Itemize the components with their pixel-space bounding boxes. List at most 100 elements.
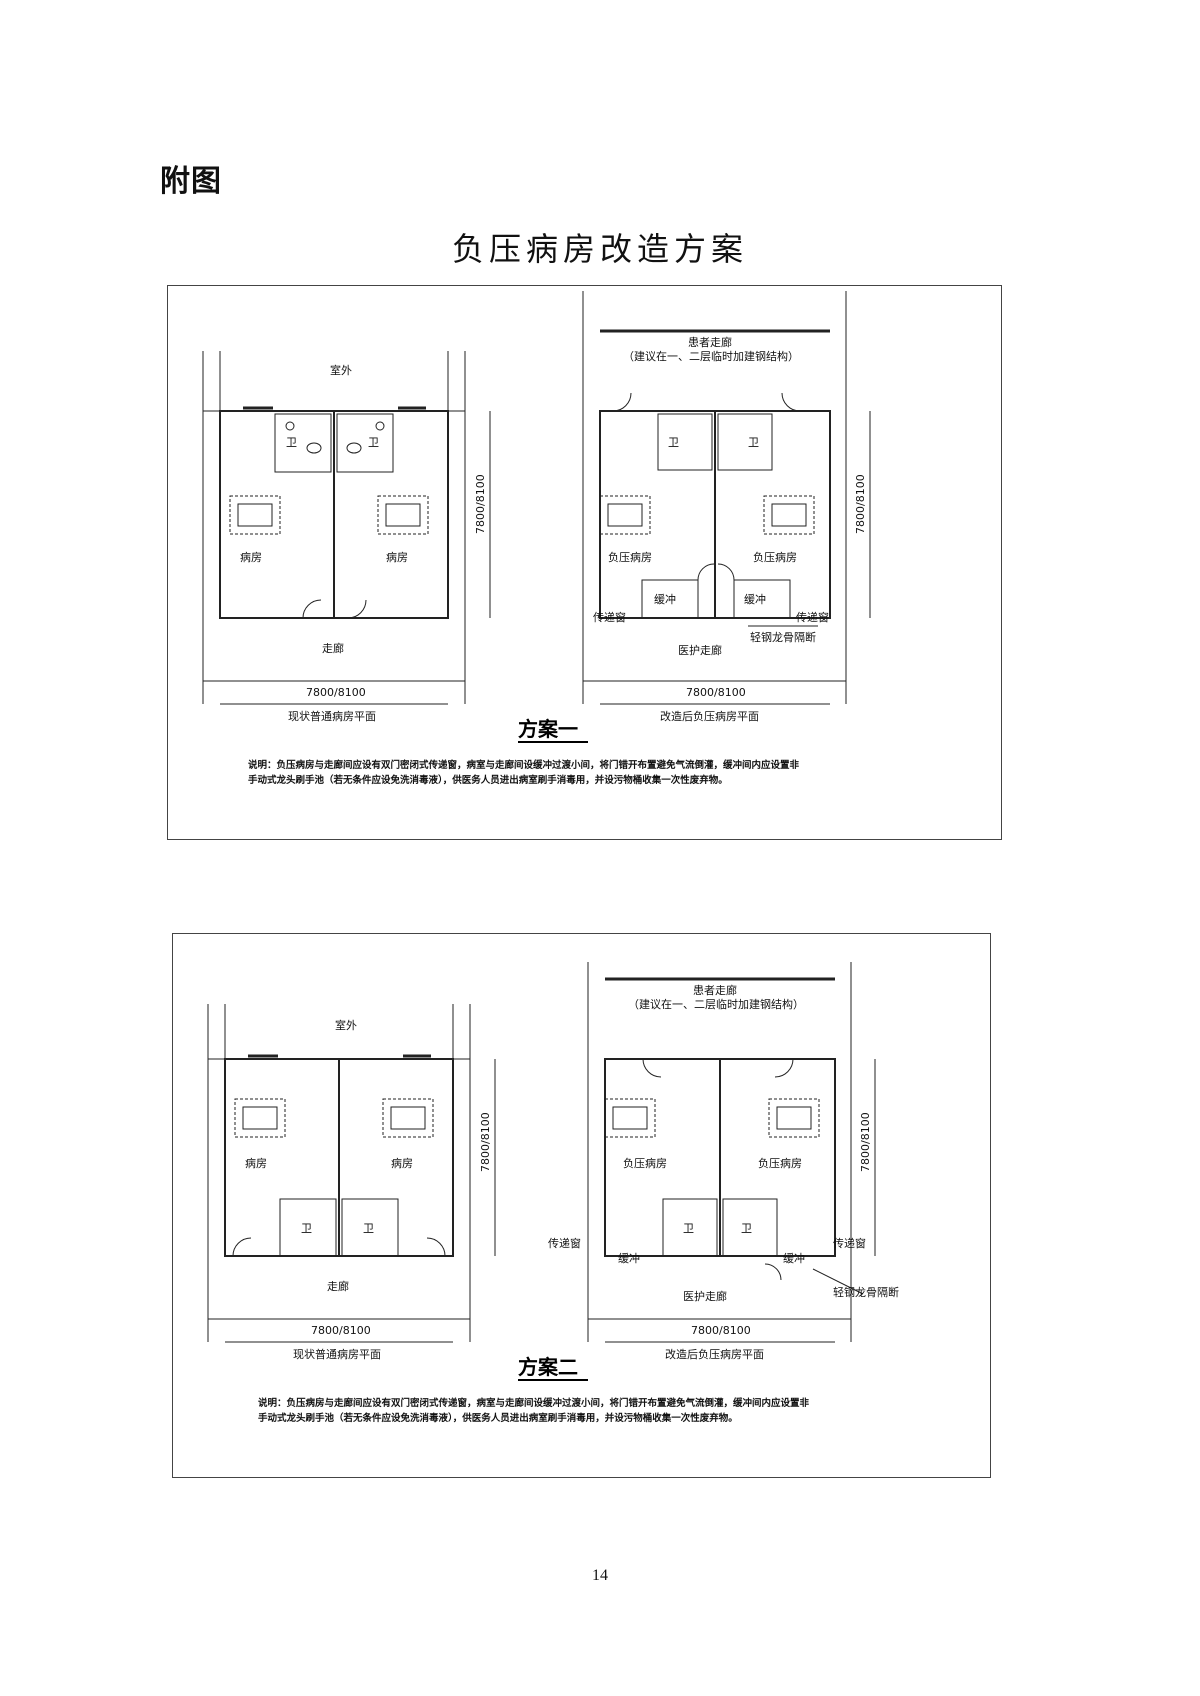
door-swing [697,563,715,581]
toilet-room [657,413,713,471]
buffer-room [641,579,699,619]
toilet-room [336,413,394,473]
bed-zone [234,1098,286,1138]
door-swing [302,599,322,619]
toilet-fixture [306,442,322,454]
toilet-room [662,1198,718,1257]
bed-zone [604,1098,656,1138]
plan-caption: 现状普通病房平面 [293,1347,381,1361]
plan-caption: 改造后负压病房平面 [660,709,759,723]
plan-caption: 改造后负压病房平面 [665,1347,764,1361]
bed [242,1106,278,1130]
negative-pressure-room-label: 负压病房 [758,1156,802,1170]
toilet-room [279,1198,337,1257]
toilet-label: 卫 [668,436,679,449]
ward-label: 病房 [245,1156,267,1170]
toilet-label: 卫 [748,436,759,449]
bed [237,503,273,527]
toilet-room [274,413,332,473]
pass-window-label: 传递窗 [548,1236,581,1250]
scheme-note-line-2: 手动式龙头刷手池（若无条件应设免洗消毒液），供医务人员进出病室刷手消毒用，并设污… [258,1412,738,1424]
toilet-room [717,413,773,471]
ward-label: 病房 [386,550,408,564]
washbasin [285,421,295,431]
dimension-label: 7800/8100 [691,1324,751,1337]
patient-corridor-note: （建议在一、二层临时加建钢结构） [623,349,799,363]
toilet-label: 卫 [683,1222,694,1235]
bed [612,1106,648,1130]
toilet-fixture [346,442,362,454]
toilet-label: 卫 [301,1222,312,1235]
toilet-label: 卫 [363,1222,374,1235]
bed [390,1106,426,1130]
medical-corridor-label: 医护走廊 [683,1289,727,1303]
negative-pressure-room-label: 负压病房 [608,550,652,564]
pass-window-label: 传递窗 [796,610,829,624]
toilet-room [341,1198,399,1257]
existing-ward-plan-one [202,351,491,705]
outdoor-label: 室外 [335,1018,357,1032]
page-number: 14 [592,1567,608,1584]
medical-corridor-label: 医护走廊 [678,643,722,657]
dimension-label-vertical: 7800/8100 [859,1112,872,1172]
existing-ward-plan-two [207,1004,496,1343]
door-swing [426,1237,446,1257]
bed-zone [768,1098,820,1138]
partition-leader [812,1268,864,1295]
dimension-label-vertical: 7800/8100 [854,474,867,534]
ward-label: 病房 [391,1156,413,1170]
plan-caption: 现状普通病房平面 [288,709,376,723]
bed-zone [229,495,281,535]
scheme-note-line-1: 说明：负压病房与走廊间应设有双门密闭式传递窗，病室与走廊间设缓冲过渡小间，将门错… [248,759,800,771]
door-swing [612,392,632,412]
buffer-label: 缓冲 [654,592,676,606]
buffer-label: 缓冲 [618,1251,640,1265]
partition-label: 轻钢龙骨隔断 [833,1285,899,1299]
negative-pressure-plan-two [587,962,876,1343]
scheme-note-line-1: 说明：负压病房与走廊间应设有双门密闭式传递窗，病室与走廊间设缓冲过渡小间，将门错… [258,1397,810,1409]
door-swing [774,1058,794,1078]
document-title: 负压病房改造方案 [451,230,748,268]
bed-zone [599,495,651,535]
patient-corridor-label: 患者走廊 [688,335,732,349]
dimension-label-vertical: 7800/8100 [474,474,487,534]
toilet-label: 卫 [368,436,379,449]
door-swing [717,563,735,581]
door-swing [642,1058,662,1078]
patient-corridor-note: （建议在一、二层临时加建钢结构） [628,997,804,1011]
pass-window-label: 传递窗 [833,1236,866,1250]
toilet-label: 卫 [741,1222,752,1235]
bed [771,503,807,527]
bed [776,1106,812,1130]
dimension-label: 7800/8100 [311,1324,371,1337]
bed [385,503,421,527]
negative-pressure-room-label: 负压病房 [753,550,797,564]
dimension-label: 7800/8100 [686,686,746,699]
bed-zone [382,1098,434,1138]
bed-zone [763,495,815,535]
buffer-label: 缓冲 [744,592,766,606]
door-swing [232,1237,252,1257]
door-swing [764,1263,782,1281]
negative-pressure-room-label: 负压病房 [623,1156,667,1170]
scheme-one-drawing: 室外 卫 卫 病房 病房 走廊 7800/8100 7800/8100 现状普通… [202,291,871,786]
patient-corridor-label: 患者走廊 [693,983,737,997]
pass-window-label: 传递窗 [593,610,626,624]
scheme-one-panel: 室外 卫 卫 病房 病房 走廊 7800/8100 7800/8100 现状普通… [167,285,1002,840]
scheme-two-drawing: 室外 病房 病房 卫 卫 走廊 7800/8100 7800/8100 现状普通… [207,962,899,1424]
bed-zone [377,495,429,535]
bed [607,503,643,527]
scheme-title: 方案二 [518,1355,578,1379]
toilet-room [722,1198,778,1257]
appendix-heading: 附图 [160,164,222,199]
toilet-label: 卫 [286,436,297,449]
dimension-label: 7800/8100 [306,686,366,699]
corridor-label: 走廊 [327,1279,349,1293]
door-swing [347,599,367,619]
scheme-note-line-2: 手动式龙头刷手池（若无条件应设免洗消毒液），供医务人员进出病室刷手消毒用，并设污… [248,774,728,786]
scheme-title: 方案一 [518,717,578,741]
buffer-room [733,579,791,619]
washbasin [375,421,385,431]
outdoor-label: 室外 [330,363,352,377]
dimension-label-vertical: 7800/8100 [479,1112,492,1172]
